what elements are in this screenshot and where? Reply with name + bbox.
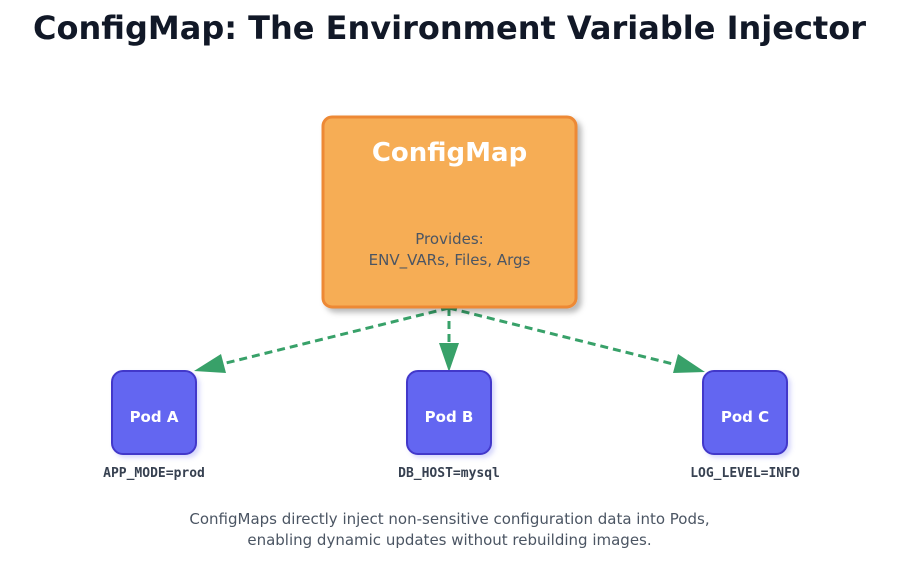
caption: ConfigMaps directly inject non-sensitive… xyxy=(189,510,709,549)
caption-line-1: ConfigMaps directly inject non-sensitive… xyxy=(189,510,709,528)
diagram-title: ConfigMap: The Environment Variable Inje… xyxy=(33,9,866,47)
configmap-provides-items: ENV_VARs, Files, Args xyxy=(369,251,531,270)
arrow-to-pod-a xyxy=(221,306,450,366)
pod-c-label: Pod C xyxy=(721,408,769,426)
pod-c: Pod C LOG_LEVEL=INFO xyxy=(690,370,800,481)
configmap-box: ConfigMap Provides: ENV_VARs, Files, Arg… xyxy=(321,115,578,309)
pod-a: Pod A APP_MODE=prod xyxy=(103,370,205,481)
pod-a-box xyxy=(111,370,197,455)
configmap-provides-label: Provides: xyxy=(415,230,483,248)
pod-a-label: Pod A xyxy=(130,408,179,426)
pod-b: Pod B DB_HOST=mysql xyxy=(398,370,500,481)
pod-b-env: DB_HOST=mysql xyxy=(398,466,500,481)
caption-line-2: enabling dynamic updates without rebuild… xyxy=(247,531,651,549)
configmap-rect xyxy=(321,115,578,309)
arrowhead-pod-a xyxy=(194,354,226,373)
pod-c-box xyxy=(702,370,788,455)
pod-a-env: APP_MODE=prod xyxy=(103,466,205,481)
injection-arrows xyxy=(194,306,705,373)
pod-c-env: LOG_LEVEL=INFO xyxy=(690,466,800,481)
arrow-to-pod-c xyxy=(448,306,678,367)
arrowhead-pod-c xyxy=(673,354,705,373)
pod-b-label: Pod B xyxy=(425,408,474,426)
configmap-title: ConfigMap xyxy=(372,138,527,168)
arrowhead-pod-b xyxy=(439,343,459,372)
pod-b-box xyxy=(406,370,492,455)
